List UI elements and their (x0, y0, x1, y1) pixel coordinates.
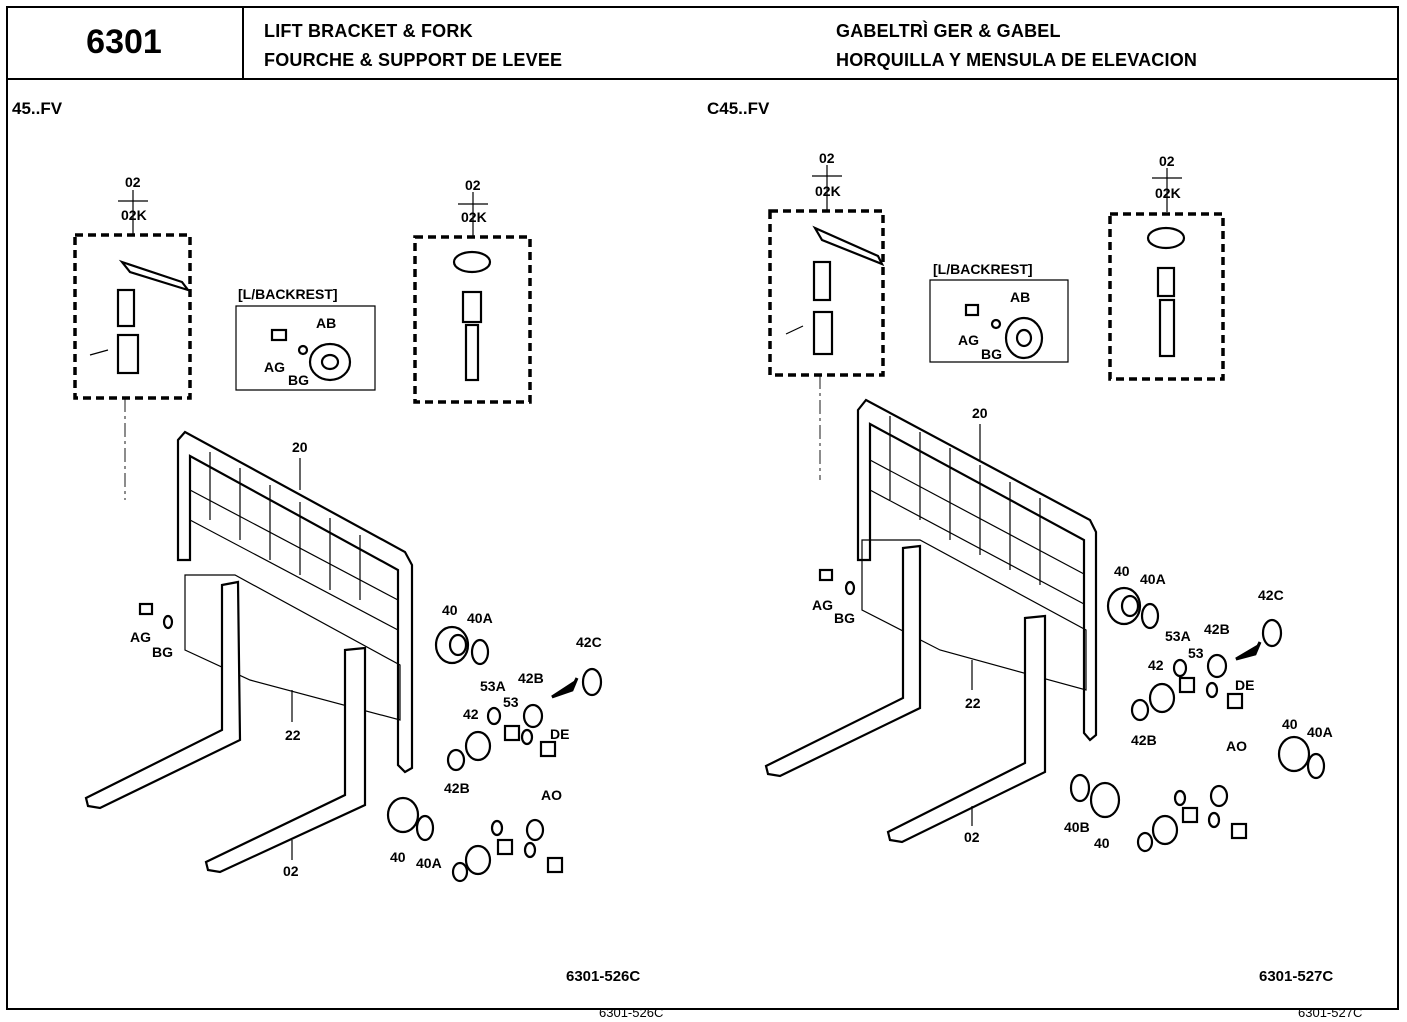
right-roller2-label: 40 (1282, 716, 1298, 732)
right-kit-hook-pin: 02 02K (768, 150, 885, 480)
right-model-label: C45..FV (707, 99, 770, 118)
left-bg-label: BG (152, 644, 173, 660)
right-40b-label: 40B (1064, 819, 1090, 835)
left-ab-label: AB (316, 315, 336, 331)
left-kit-hook-pin: 02 02K (73, 174, 192, 500)
right-backrest-kit: [L/BACKREST] AB AG BG (929, 261, 1069, 363)
title-es: HORQUILLA Y MENSULA DE ELEVACION (836, 50, 1198, 70)
right-footer-ref: 6301-527C (1298, 1005, 1363, 1020)
left-backrest-frame: 20 (176, 430, 414, 774)
left-53a-label: 53A (480, 678, 506, 694)
left-42-label: 42 (463, 706, 479, 722)
right-53-label: 53 (1188, 645, 1204, 661)
right-figure-ref: 6301-527C (1259, 968, 1334, 985)
right-backrest-label: [L/BACKREST] (933, 261, 1033, 277)
right-42b-b-label: 42B (1131, 732, 1157, 748)
left-bg-box-label: BG (288, 372, 309, 388)
right-roller-clip-label: 40A (1140, 571, 1166, 587)
right-kit-mushroom-pin: 02 02K (1108, 153, 1225, 381)
left-exploded-diagram: 02 02K [L/BACKREST] AB AG BG 02 02K 20 (73, 174, 603, 883)
right-42c-label: 42C (1258, 587, 1284, 603)
right-roller-label: 40 (1114, 563, 1130, 579)
left-ao-label: AO (541, 787, 562, 803)
right-ag-label: AG (812, 597, 833, 613)
left-roller-label: 40 (442, 602, 458, 618)
left-model-label: 45..FV (12, 99, 63, 118)
right-kit1-bottom-label: 02K (815, 183, 841, 199)
right-ag-box-label: AG (958, 332, 979, 348)
left-42b-a-label: 42B (518, 670, 544, 686)
right-forks: 22 02 (764, 544, 1047, 845)
title-fr: FOURCHE & SUPPORT DE LEVEE (264, 50, 563, 70)
right-de-label: DE (1235, 677, 1254, 693)
right-frame-label: 20 (972, 405, 988, 421)
left-fork-label: 02 (283, 863, 299, 879)
right-bolt-washer: AG BG (812, 568, 855, 626)
left-ag-box-label: AG (264, 359, 285, 375)
left-de-label: DE (550, 726, 569, 742)
left-bolt-washer: AG BG (130, 602, 173, 660)
left-roller2-clip-label: 40A (416, 855, 442, 871)
title-en: LIFT BRACKET & FORK (264, 21, 473, 41)
left-kit2-top-label: 02 (465, 177, 481, 193)
left-backrest-kit: [L/BACKREST] AB AG BG (235, 286, 376, 391)
left-backrest-label: [L/BACKREST] (238, 286, 338, 302)
right-backrest-frame: 20 (856, 398, 1098, 742)
right-bg-label: BG (834, 610, 855, 626)
right-53a-label: 53A (1165, 628, 1191, 644)
right-roller-parts: 40 40A 42C 53A 42B 53 42 DE 42B AO 40 40… (1064, 563, 1333, 853)
left-carriage-label: 22 (285, 727, 301, 743)
right-kit2-top-label: 02 (1159, 153, 1175, 169)
left-kit2-bottom-label: 02K (461, 209, 487, 225)
left-kit-mushroom-pin: 02 02K (413, 177, 532, 404)
right-42-label: 42 (1148, 657, 1164, 673)
right-roller2-clip-label: 40A (1307, 724, 1333, 740)
right-roller3-label: 40 (1094, 835, 1110, 851)
right-kit1-top-label: 02 (819, 150, 835, 166)
left-roller-parts: 40 40A 42C 53A 42B 53 42 DE 42B AO 40 40… (386, 602, 603, 883)
right-bg-box-label: BG (981, 346, 1002, 362)
left-figure-ref: 6301-526C (566, 968, 641, 985)
right-ab-label: AB (1010, 289, 1030, 305)
left-42b-b-label: 42B (444, 780, 470, 796)
right-42b-a-label: 42B (1204, 621, 1230, 637)
left-frame-label: 20 (292, 439, 308, 455)
right-carriage-label: 22 (965, 695, 981, 711)
left-42c-label: 42C (576, 634, 602, 650)
right-ao-label: AO (1226, 738, 1247, 754)
left-roller-clip-label: 40A (467, 610, 493, 626)
title-de: GABELTRÌ GER & GABEL (836, 21, 1061, 41)
header: 6301 LIFT BRACKET & FORK FOURCHE & SUPPO… (6, 6, 1399, 80)
left-53-label: 53 (503, 694, 519, 710)
right-fork-label: 02 (964, 829, 980, 845)
left-forks: 22 02 (84, 580, 367, 879)
left-kit1-bottom-label: 02K (121, 207, 147, 223)
left-roller2-label: 40 (390, 849, 406, 865)
left-ag-label: AG (130, 629, 151, 645)
left-kit1-top-label: 02 (125, 174, 141, 190)
page-frame (6, 6, 1399, 1010)
page-code: 6301 (6, 6, 244, 78)
right-kit2-bottom-label: 02K (1155, 185, 1181, 201)
left-footer-ref: 6301-526C (599, 1005, 664, 1020)
